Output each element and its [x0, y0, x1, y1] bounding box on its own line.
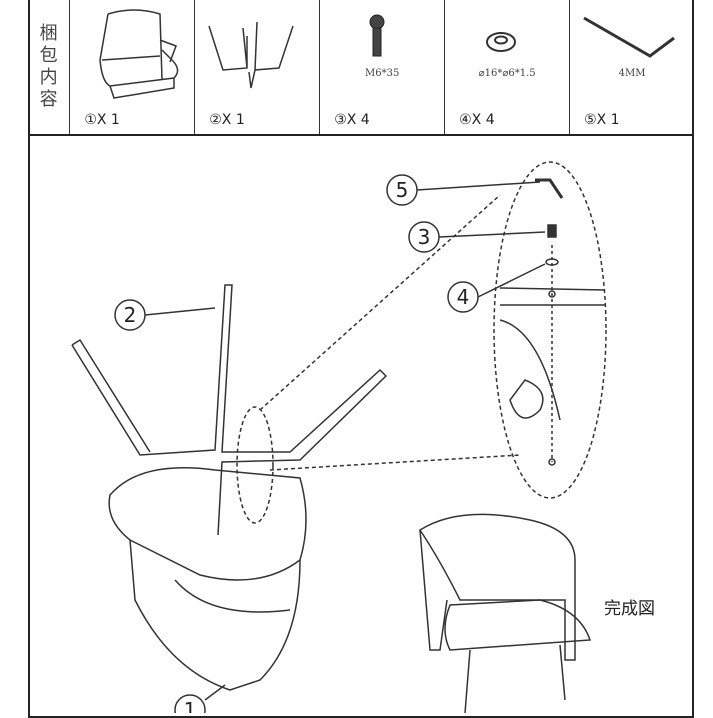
- part-3: M6*35 ③X 4: [320, 0, 446, 134]
- detail-callout: [493, 161, 607, 499]
- part-5: 4MM ⑤X 1: [570, 0, 694, 134]
- callout-numbers: 2 5 3 4 1: [124, 178, 470, 713]
- part-spec: ⌀16*⌀6*1.5: [478, 68, 536, 79]
- callout-circles: [114, 174, 546, 713]
- part-quantity: ④X 4: [459, 112, 495, 128]
- callout-4: 4: [457, 285, 470, 309]
- legs-frame: [71, 284, 388, 536]
- part-2: ②X 1: [195, 0, 321, 134]
- part-quantity: ⑤X 1: [584, 112, 620, 128]
- title-char: 梱: [39, 23, 58, 44]
- callout-5: 5: [396, 178, 409, 202]
- detail-contents: [499, 178, 606, 466]
- package-contents-title: 梱 包 内 容: [28, 0, 71, 134]
- completed-chair: [418, 513, 592, 713]
- chair-body-icon: [99, 9, 179, 99]
- bolt-icon: [369, 14, 385, 57]
- leader-lines: [259, 194, 521, 471]
- completed-label: 完成図: [604, 599, 655, 619]
- chair-legs-icon: [208, 21, 294, 89]
- washer-icon: [486, 32, 517, 52]
- hex-key-icon: [583, 16, 675, 58]
- chair-upside-down: [108, 467, 307, 691]
- part-quantity: ①X 1: [84, 112, 120, 128]
- title-char: 内: [39, 67, 58, 88]
- part-4: ⌀16*⌀6*1.5 ④X 4: [445, 0, 571, 134]
- package-contents-row: 梱 包 内 容 ①X 1 ②X 1 M6*35 ③X 4 ⌀16*⌀6*1.5 …: [28, 0, 694, 136]
- part-quantity: ③X 4: [334, 112, 370, 128]
- detail-marker: [236, 406, 274, 524]
- callout-1: 1: [184, 698, 197, 713]
- part-spec: M6*35: [364, 68, 400, 79]
- part-spec: 4MM: [618, 68, 646, 79]
- part-1: ①X 1: [70, 0, 196, 134]
- callout-2: 2: [124, 303, 137, 327]
- part-quantity: ②X 1: [209, 112, 245, 128]
- callout-3: 3: [418, 225, 431, 249]
- title-char: 包: [39, 45, 58, 66]
- title-char: 容: [39, 89, 58, 110]
